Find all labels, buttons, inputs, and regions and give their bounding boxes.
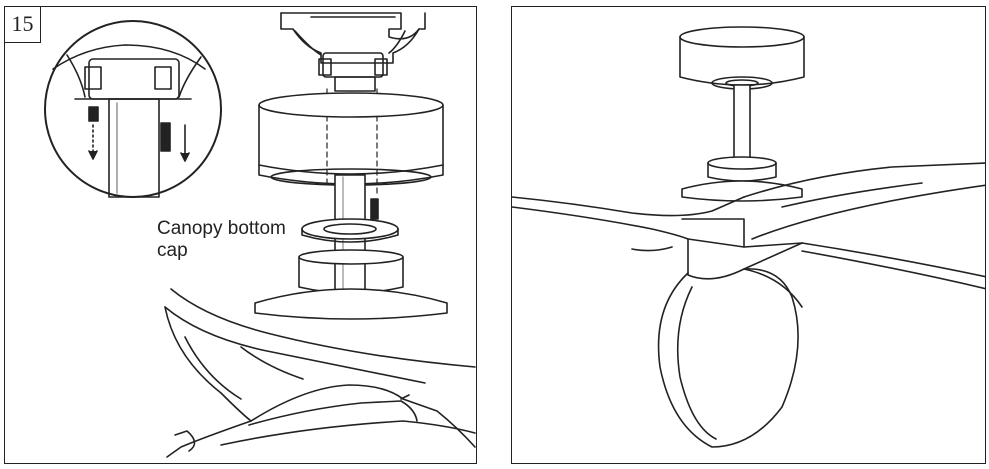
canopy-bottom-cap-callout: Canopy bottom cap [157,218,286,262]
mounting-bracket [280,12,426,92]
detail-magnifier [44,20,222,198]
assembled-fan-diagram [512,26,985,448]
fan-blades [512,162,985,448]
callout-line-2: cap [157,240,188,261]
motor-housing [681,156,803,202]
downrod [733,84,751,162]
fan-blades [164,288,476,458]
installation-step-panel: 15 Canopy bottom cap [4,6,477,464]
step-number: 15 [5,7,41,43]
canopy [679,26,805,90]
canopy-bottom-cap [301,218,399,243]
assembled-fan-panel [511,6,986,464]
motor-housing [254,249,448,320]
callout-line-1: Canopy bottom [157,218,286,239]
canopy [258,92,444,186]
exploded-canopy-diagram [44,12,476,458]
